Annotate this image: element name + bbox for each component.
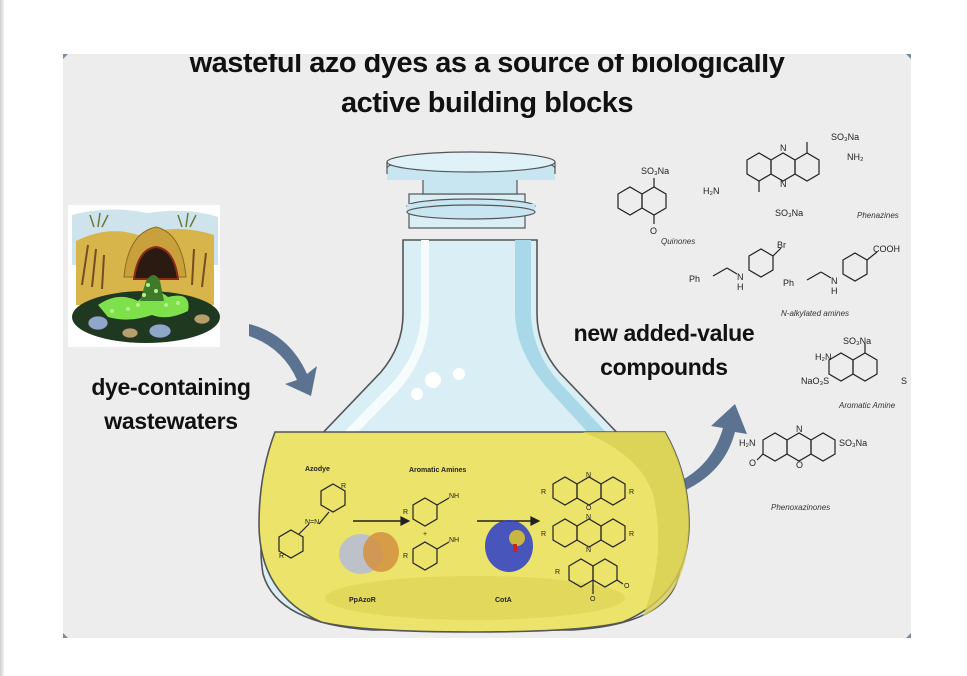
chem-label: SO₃Na [839,438,867,448]
reaction-scheme [278,476,626,594]
label-phenazines: Phenazines [857,211,899,220]
chem-label: N [737,272,744,282]
label-quinones: Quinones [661,237,695,246]
figure-title-line-1: wasteful azo dyes as a source of biologi… [189,54,785,79]
chem-label: NaO₃S [801,376,829,386]
chem-label: H [831,286,838,296]
panel-corner [906,54,911,59]
chem-label: R [541,531,546,538]
chem-label: S [901,376,907,386]
chem-label: R [279,553,284,560]
chem-label: R [403,509,408,516]
chem-label: N [780,179,787,189]
chem-label: O [586,505,592,512]
chem-label: R [341,483,346,490]
chem-label: R [629,531,634,538]
figure-title-line-2: active building blocks [341,87,633,119]
arrow-out-of-flask-icon [669,404,747,496]
chem-label: N [780,143,787,153]
chem-label: N [831,276,838,286]
label-aromatic-amine: Aromatic Amine [838,401,896,410]
panel-corner [63,54,68,59]
chem-label: H₂N [739,438,756,448]
flask-illustration [258,151,690,633]
wastewater-illustration: Azodye Aromatic Amines PpAzoR CotA R R N… [68,132,907,633]
chem-label: NH [449,537,459,544]
chem-label: COOH [873,244,900,254]
wastewater-label: dye-containing wastewaters [71,370,271,438]
chem-label: N [796,424,803,434]
chem-label: NH [449,493,459,500]
label-azodye: Azodye [305,466,330,473]
graphical-abstract: wasteful azo dyes as a source of biologi… [63,54,911,638]
compounds-label-line-2: compounds [600,354,728,380]
chem-label: H₂N [703,186,720,196]
label-aromatic-amines: Aromatic Amines [409,467,466,474]
compounds-label-line-1: new added-value [573,320,755,346]
chem-label: H [737,282,744,292]
chem-label: R [541,489,546,496]
chem-label: O [590,596,596,603]
label-n-alkylated-amines: N-alkylated amines [781,309,849,318]
chem-label: + [423,531,427,538]
chem-label: Ph [689,274,700,284]
chem-label: O [650,226,657,236]
chem-label: SO₃Na [831,132,859,142]
chem-label: SO₃Na [843,336,871,346]
chem-label: O [796,460,803,470]
chem-label: R [555,569,560,576]
label-ppazor: PpAzoR [349,597,376,604]
chem-label: R [403,553,408,560]
chem-label: N [586,514,591,521]
chem-label: O [624,583,630,590]
wastewater-label-line-1: dye-containing [91,374,251,400]
chem-label: SO₃Na [641,166,669,176]
panel-corner [63,633,68,638]
label-phenoxazinones: Phenoxazinones [771,503,830,512]
chem-label: Ph [783,278,794,288]
page-edge [0,0,4,676]
chem-label: N [586,547,591,554]
chem-label: N [586,472,591,479]
arrow-into-flask-icon [249,324,317,396]
compounds-label: new added-value compounds [549,316,779,384]
chem-label: R [629,489,634,496]
label-cota: CotA [495,597,512,604]
chem-label: SO₃Na [775,208,803,218]
chem-label: H₂N [815,352,832,362]
wastewater-label-line-2: wastewaters [104,408,238,434]
chem-label: N=N [305,519,319,526]
chem-label: Br [777,240,786,250]
chem-label: O [749,458,756,468]
compound-structures [617,142,878,462]
chem-label: NH₂ [847,152,864,162]
panel-corner [906,633,911,638]
